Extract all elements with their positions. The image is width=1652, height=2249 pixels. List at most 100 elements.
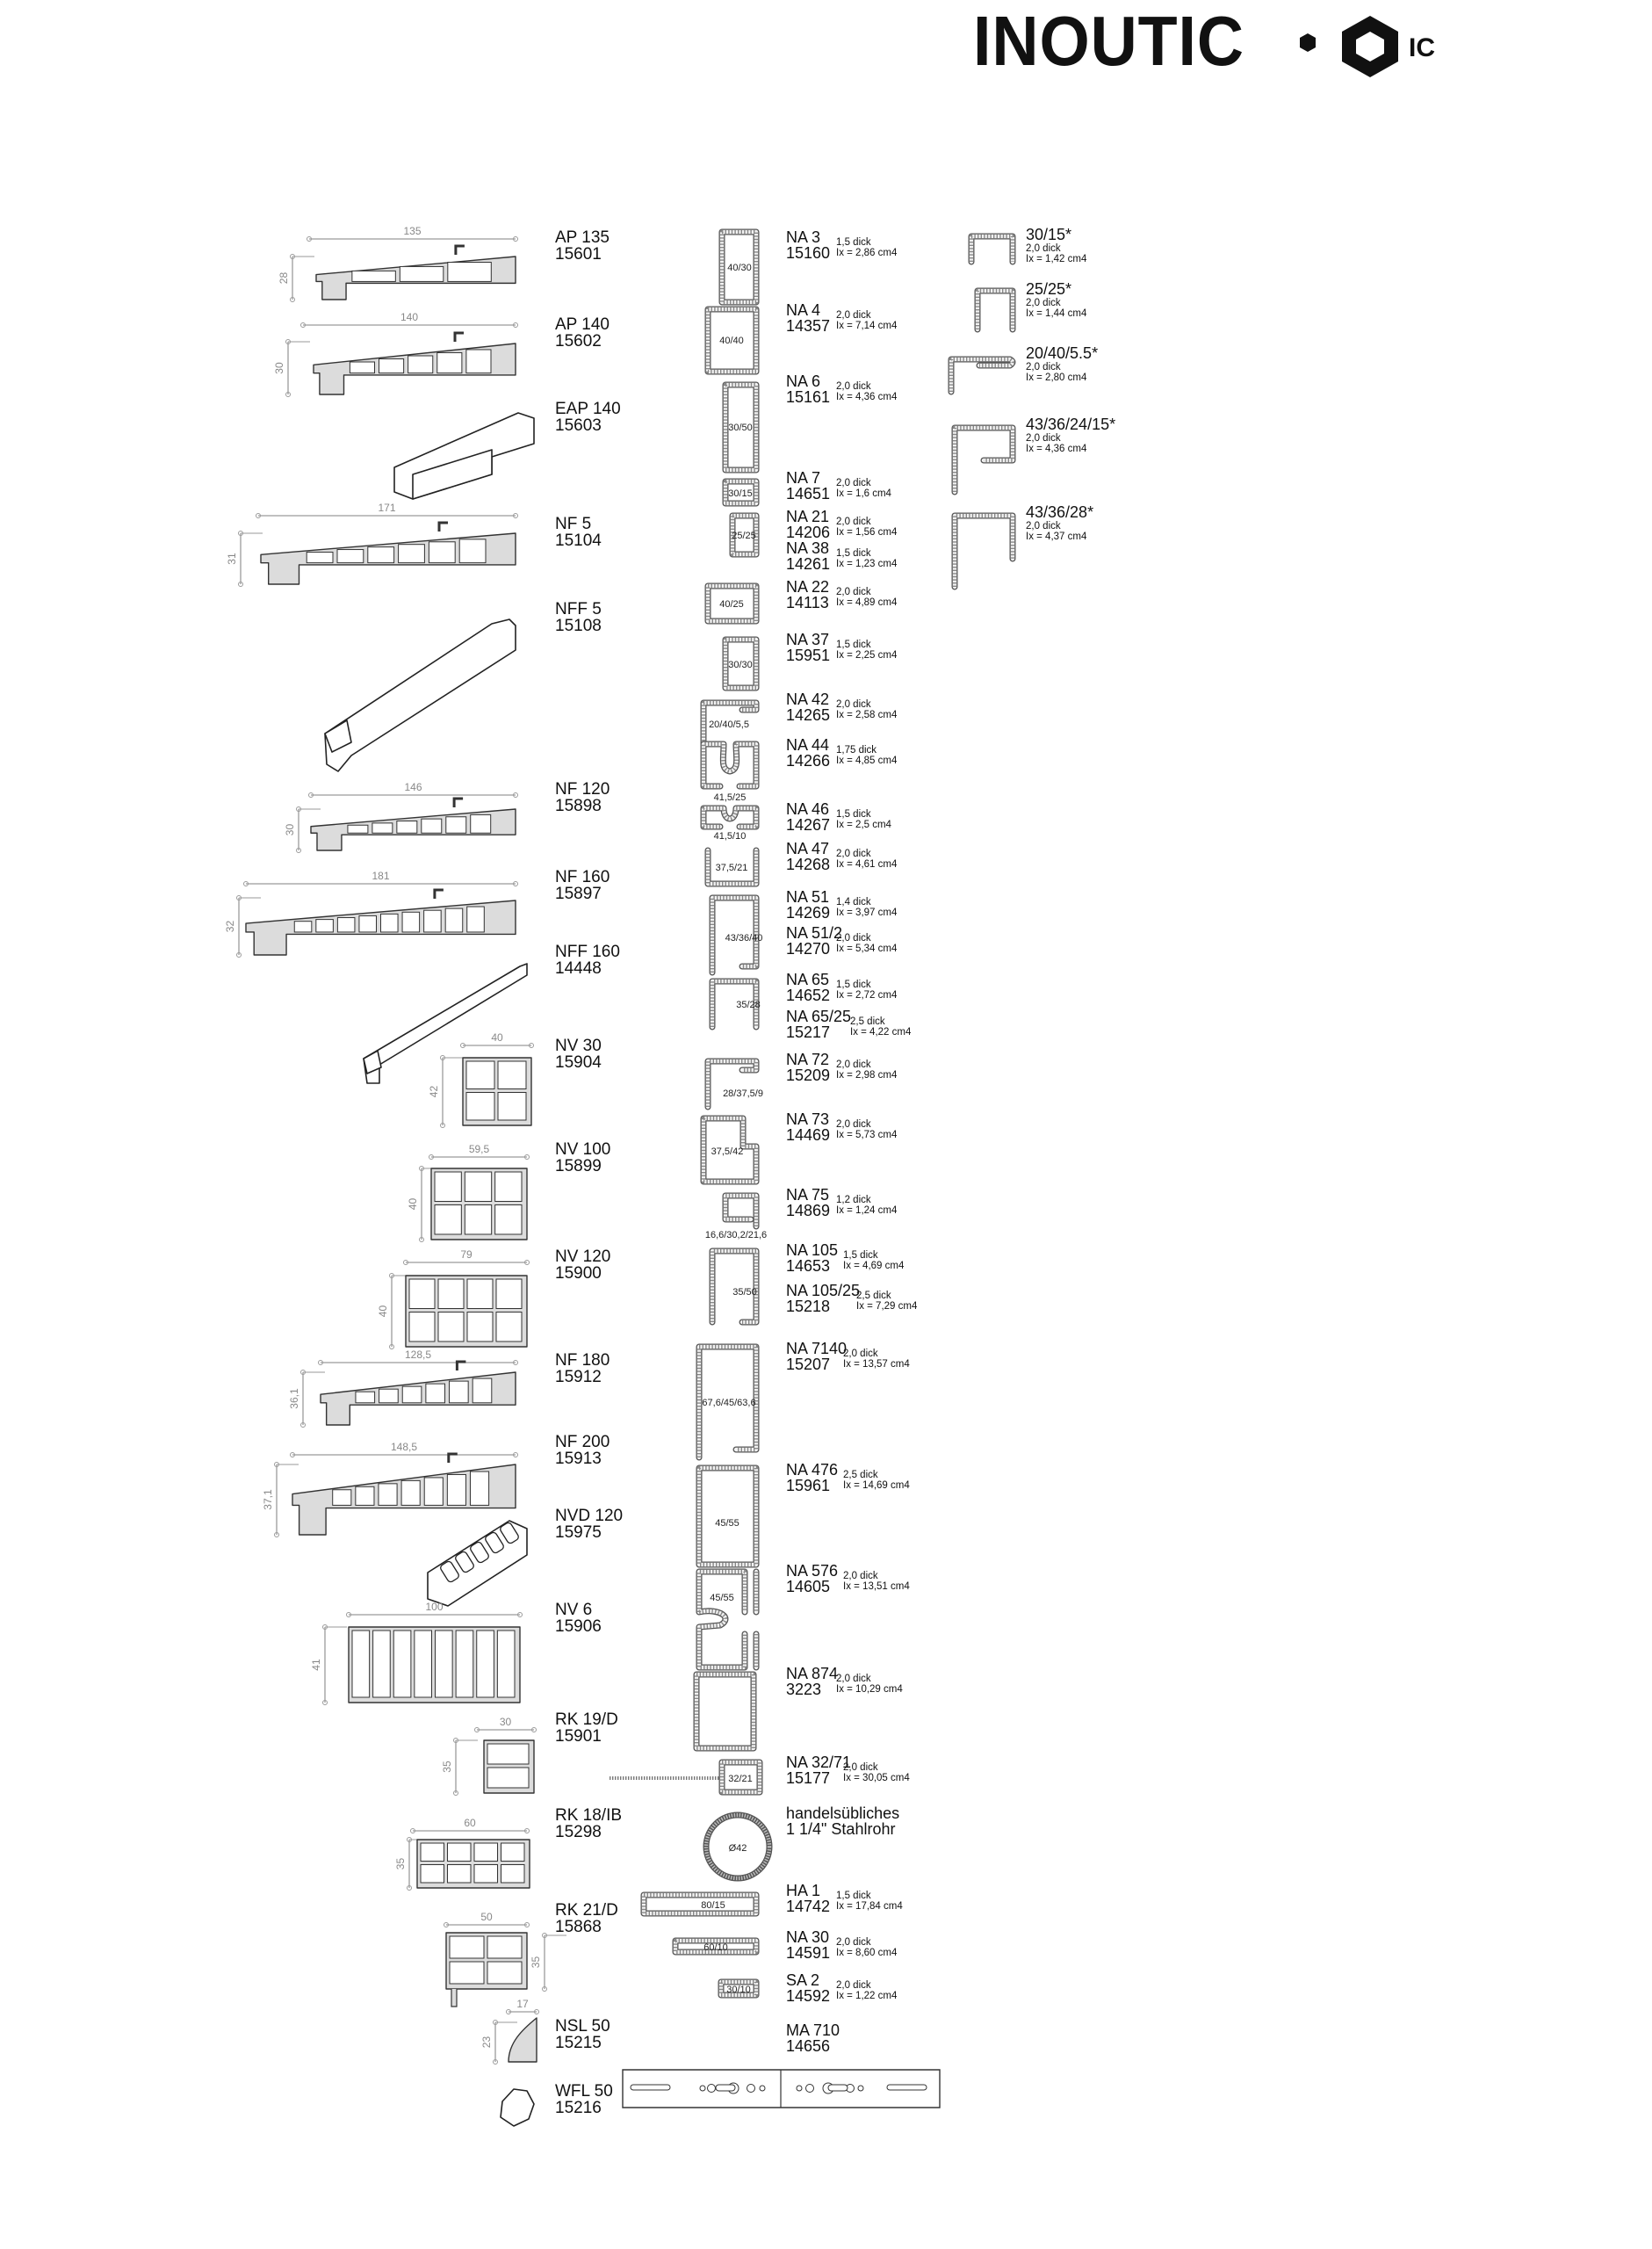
steel-profile-name: NA 44: [786, 736, 830, 754]
nf-120-profile-chamber: [347, 824, 369, 834]
ap-135-profile-chamber: [351, 270, 396, 282]
steel-profile-name: NA 874: [786, 1665, 839, 1682]
nf-5-profile-chamber: [336, 549, 364, 564]
ma-710-slot: [715, 2084, 736, 2092]
nsl-50-width-label: 17: [516, 1998, 529, 2010]
steel-section-dimension: 37,5/42: [711, 1146, 744, 1157]
moment-of-inertia: Ix = 4,85 cm4: [836, 756, 898, 766]
profile-article-number: 15108: [555, 617, 602, 635]
ap-140-profile-chamber: [465, 349, 492, 374]
rk-21-d-profile-chamber: [449, 1961, 485, 1985]
nf-160-profile-chamber: [423, 909, 442, 933]
wall-thickness: 2,0 dick: [836, 587, 871, 597]
steel-profile-article-number: 14357: [786, 317, 831, 335]
ma-710-hole: [699, 2085, 706, 2092]
nvd-120-slot: [500, 1522, 519, 1544]
steel-18-steel-profile: [722, 1192, 760, 1230]
nv-6-height-label: 41: [310, 1659, 322, 1671]
ap-140-height-label: 30: [273, 362, 285, 374]
steel-profile-name: NA 37: [786, 631, 830, 648]
rk-21-d-dimension-end: [542, 1986, 547, 1992]
steel-profile-article-number: 15209: [786, 1067, 831, 1084]
nv-6-dimension-end: [517, 1612, 523, 1617]
ap-140-dimension-end: [513, 322, 518, 328]
nv-100-profile-chamber: [494, 1171, 523, 1202]
profile-article-number: 15906: [555, 1617, 602, 1636]
rk-18-ib-dimension-end: [524, 1828, 530, 1833]
steel-section-dimension: 30/30: [728, 660, 753, 670]
steel-4-steel-profile-hatch: [730, 513, 759, 557]
steel-profile-article-number: 14265: [786, 706, 831, 724]
nv-100-profile-chamber: [434, 1171, 462, 1202]
ap-140-profile-hook: [453, 331, 464, 342]
moment-of-inertia: Ix = 8,60 cm4: [836, 1948, 898, 1958]
angle-profile-name: 43/36/28*: [1026, 503, 1094, 521]
steel-profile-article-number: 14113: [786, 594, 829, 611]
steel-profile-name: NA 21: [786, 508, 830, 525]
steel-profile-name: NA 46: [786, 800, 830, 818]
wall-thickness: 2,0 dick: [836, 933, 871, 944]
nf-200-dimension-end: [274, 1532, 279, 1537]
steel-16-steel-profile-inner: [705, 1059, 759, 1110]
moment-of-inertia: Ix = 2,86 cm4: [836, 248, 898, 258]
moment-of-inertia: Ix = 7,14 cm4: [836, 321, 898, 331]
nv-100-profile-chamber: [464, 1204, 493, 1235]
nf-120-profile-hook: [452, 797, 464, 807]
nf-5-profile-hook: [437, 521, 448, 532]
nf-160-width-label: 181: [372, 870, 389, 882]
nf-180-dimension-end: [300, 1422, 306, 1428]
profile-article-number: 15216: [555, 2099, 602, 2117]
steel-profile-name: NA 6: [786, 372, 821, 390]
wall-thickness: 2,0 dick: [836, 478, 871, 488]
steel-24-steel-profile-inner: [694, 1672, 756, 1751]
nf-120-profile-chamber: [421, 818, 443, 834]
rk-21-d-height-label: 35: [530, 1956, 542, 1969]
profile-name: AP 135: [555, 228, 610, 247]
profile-name: NVD 120: [555, 1507, 624, 1525]
nff-160-end-cap-drawing: [363, 1050, 382, 1074]
nv-6-width-label: 100: [425, 1601, 443, 1613]
ap-140-profile-chamber: [408, 355, 434, 374]
steel-profile-name: NA 65: [786, 971, 830, 988]
wall-thickness: 2,0 dick: [836, 1119, 871, 1130]
steel-profile-name: NA 7140: [786, 1340, 848, 1357]
profile-name: NF 120: [555, 780, 610, 799]
wall-thickness: 2,0 dick: [836, 1937, 871, 1948]
steel-section-dimension: 35/50: [732, 1287, 757, 1298]
moment-of-inertia: Ix = 7,29 cm4: [856, 1301, 918, 1312]
rk-19-d-height-label: 35: [441, 1761, 453, 1773]
profile-name: RK 18/IB: [555, 1806, 623, 1825]
steel-profile-article-number: 3223: [786, 1681, 822, 1698]
steel-profile-name: NA 7: [786, 469, 821, 487]
steel-23-steel-profile-hatch: [696, 1569, 759, 1670]
nf-5-profile-chamber: [428, 541, 456, 564]
rk-18-ib-profile-chamber: [473, 1842, 498, 1862]
steel-section-dimension: 40/30: [727, 263, 752, 273]
steel-2-steel-profile-hatch: [723, 382, 759, 473]
steel-profile-article-number: 15961: [786, 1477, 831, 1494]
nvd-120-slot: [470, 1541, 489, 1564]
nf-180-dimension-end: [513, 1360, 518, 1365]
eap-140-end-cap-drawing: [412, 449, 493, 500]
profile-article-number: 15900: [555, 1264, 602, 1283]
moment-of-inertia: Ix = 10,29 cm4: [836, 1684, 903, 1695]
steel-8-steel-profile-inner: [701, 700, 759, 747]
ma-710-slot: [827, 2084, 848, 2092]
